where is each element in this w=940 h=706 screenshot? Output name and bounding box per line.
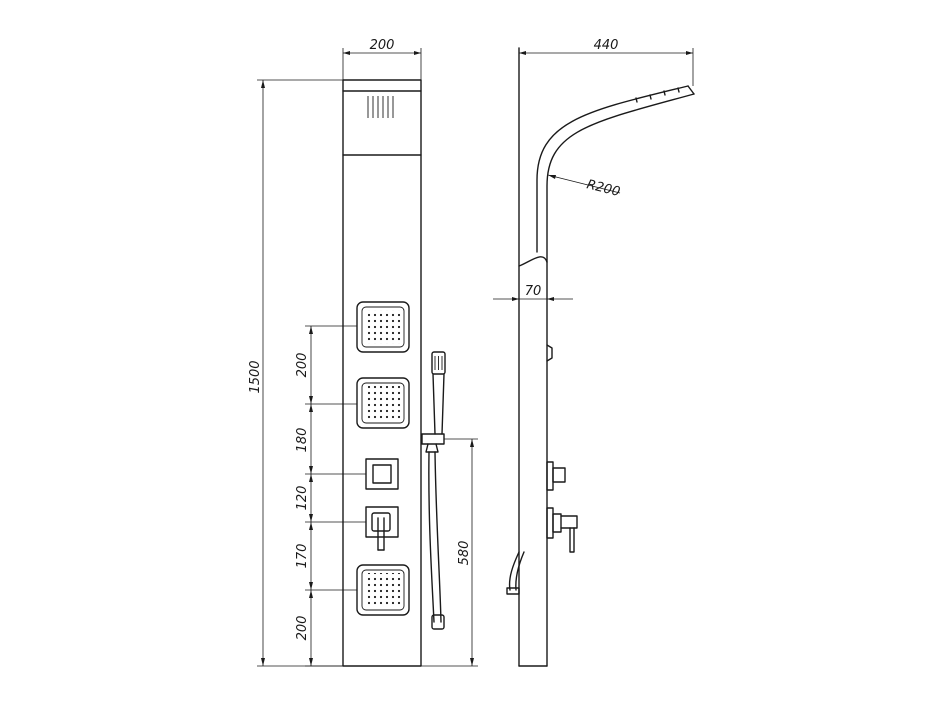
body-jet-1 [356, 301, 410, 353]
panel-thickness-label: 70 [525, 284, 542, 299]
side-arm-inner [546, 93, 695, 263]
hand-shower-head [431, 351, 446, 375]
side-mixer [546, 507, 578, 553]
side-hose [508, 551, 520, 591]
radius-leader [547, 174, 621, 194]
front-view [342, 79, 446, 667]
gap-1-label: 200 [295, 353, 310, 378]
body-jet-3 [356, 564, 410, 616]
diverter-knob [365, 458, 399, 490]
front-panel-outline [342, 79, 422, 667]
mixer-lever [365, 506, 399, 551]
side-diverter [546, 461, 566, 491]
radius-label: R200 [585, 177, 621, 200]
side-jet-profile [546, 344, 553, 362]
hand-shower [421, 351, 446, 630]
body-jet-2 [356, 377, 410, 429]
gap-5-label: 200 [295, 616, 310, 641]
hand-shower-height-label: 580 [457, 541, 472, 566]
hand-shower-holder [421, 433, 445, 445]
gap-4-label: 170 [295, 544, 310, 569]
total-height-label: 1500 [248, 360, 263, 393]
front-dimensions: 200 1500 200 180 120 170 200 [248, 38, 478, 667]
front-width-label: 200 [370, 38, 395, 53]
gap-3-label: 120 [295, 486, 310, 511]
side-arm-outer [536, 85, 689, 253]
gap-2-label: 180 [295, 428, 310, 453]
side-depth-label: 440 [594, 38, 619, 53]
rain-nozzle-grille [367, 96, 394, 118]
side-view [506, 47, 695, 667]
shower-hose [428, 451, 435, 623]
